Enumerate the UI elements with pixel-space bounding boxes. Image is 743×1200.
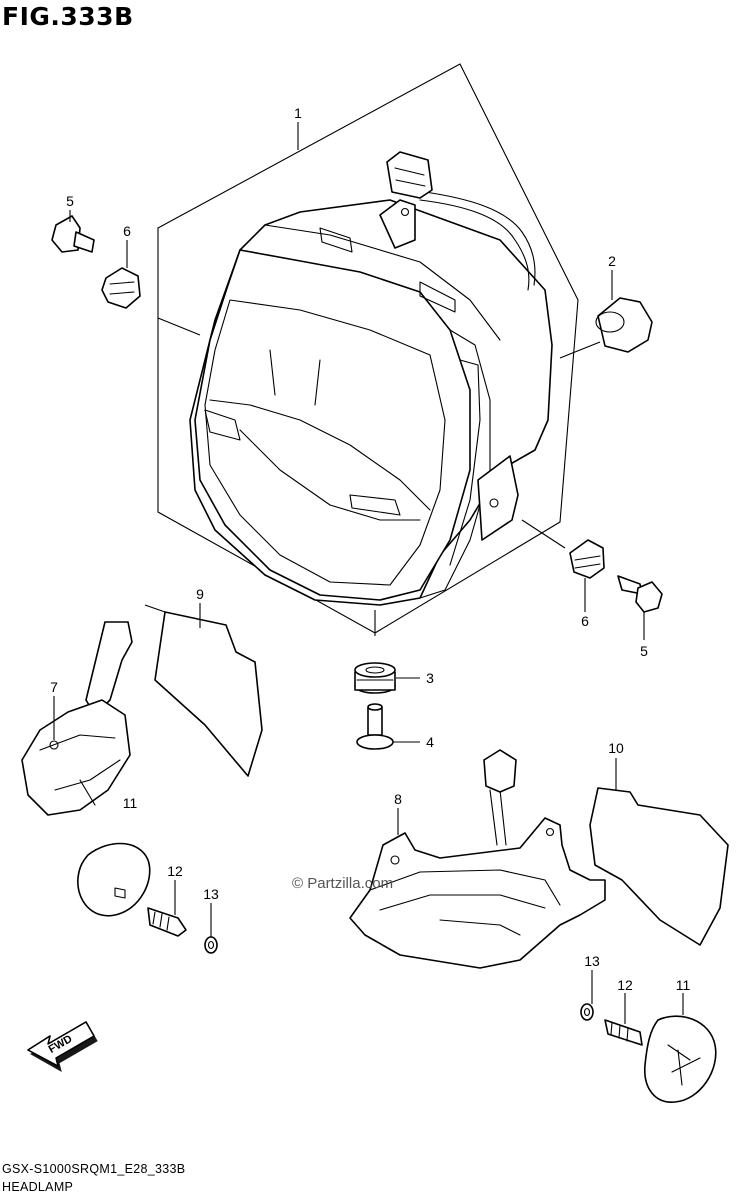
callout-4: 4 bbox=[426, 734, 434, 750]
part-11-cover-left[interactable] bbox=[77, 842, 151, 917]
part-3-grommet[interactable] bbox=[354, 662, 396, 694]
part-13-washer-left[interactable] bbox=[204, 936, 218, 954]
callout-8: 8 bbox=[394, 791, 402, 807]
part-5-bolt-right[interactable] bbox=[617, 575, 663, 613]
callout-11-left: 11 bbox=[123, 795, 138, 811]
fwd-arrow-icon: FWD bbox=[27, 1021, 98, 1073]
callout-6-right: 6 bbox=[581, 613, 589, 629]
part-12-screw-right[interactable] bbox=[604, 1019, 643, 1046]
callout-7: 7 bbox=[50, 679, 58, 695]
part-12-screw-left[interactable] bbox=[147, 907, 187, 937]
section-name: HEADLAMP bbox=[2, 1180, 74, 1194]
leader-lines bbox=[53, 122, 684, 1024]
watermark: © Partzilla.com bbox=[292, 875, 393, 892]
callout-3: 3 bbox=[426, 670, 434, 686]
callout-10: 10 bbox=[608, 740, 624, 756]
callout-12-left: 12 bbox=[167, 863, 183, 879]
part-2-cap[interactable] bbox=[595, 297, 653, 353]
figure-code: GSX-S1000SRQM1_E28_333B bbox=[2, 1162, 186, 1176]
part-8-position-lamp[interactable] bbox=[349, 749, 606, 969]
callout-5-right: 5 bbox=[640, 643, 648, 659]
callout-1: 1 bbox=[294, 105, 302, 121]
callout-13-left: 13 bbox=[203, 886, 219, 902]
part-9-sheet[interactable] bbox=[154, 611, 263, 777]
callout-2: 2 bbox=[608, 253, 616, 269]
part-6-grommet-right[interactable] bbox=[569, 539, 605, 579]
part-11-cover-right[interactable] bbox=[644, 1015, 717, 1103]
callout-5-left: 5 bbox=[66, 193, 74, 209]
callout-11-right: 11 bbox=[676, 977, 691, 993]
part-13-washer-right[interactable] bbox=[580, 1003, 594, 1021]
part-7-position-lamp[interactable] bbox=[21, 621, 133, 816]
part-6-grommet-left[interactable] bbox=[101, 267, 141, 309]
figure-title: FIG.333B bbox=[2, 2, 134, 31]
assembly-box bbox=[157, 63, 579, 634]
part-4-bolt[interactable] bbox=[356, 703, 394, 750]
callout-12-right: 12 bbox=[617, 977, 633, 993]
part-10-sheet[interactable] bbox=[589, 787, 729, 946]
callout-6-left: 6 bbox=[123, 223, 131, 239]
part-5-bolt-left[interactable] bbox=[51, 215, 95, 253]
headlamp-assembly[interactable] bbox=[189, 151, 553, 606]
callouts: 1 2 3 4 5 5 6 6 7 8 9 10 11 11 12 12 13 … bbox=[50, 105, 690, 993]
callout-9: 9 bbox=[196, 586, 204, 602]
callout-13-right: 13 bbox=[584, 953, 600, 969]
